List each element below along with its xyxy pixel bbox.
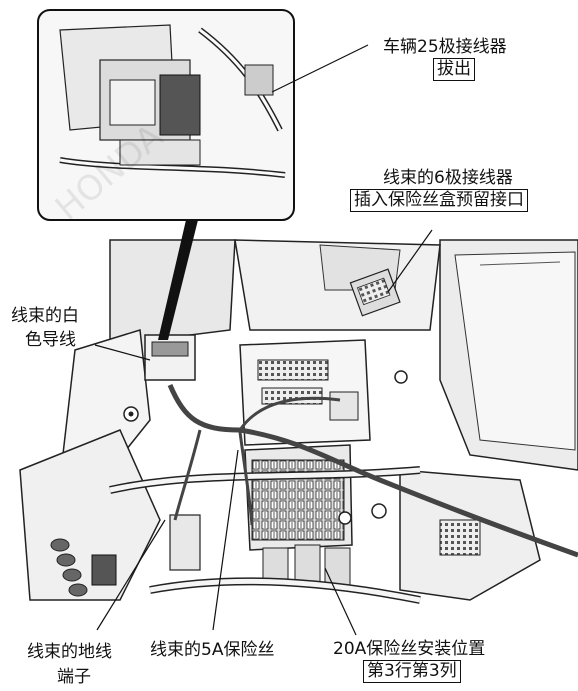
label-ground-terminal-line2: 端子 [57,667,91,687]
main-scene [19,239,578,604]
label-ground-terminal-line1: 线束的地线 [27,642,112,662]
label-20a-fuse: 20A保险丝安装位置 第3行第3列 [333,639,485,683]
label-6-pin-action: 插入保险丝盒预留接口 [350,189,528,212]
label-25-pin-connector: 车辆25极接线器 拔出 [383,37,507,81]
label-6-pin-connector: 线束的6极接线器 插入保险丝盒预留接口 [350,168,528,212]
label-5a-fuse: 线束的5A保险丝 [150,640,274,661]
label-6-pin-connector-text: 线束的6极接线器 [383,168,513,188]
label-white-wire-line2: 色导线 [25,330,76,350]
inset-detail [37,9,295,340]
label-white-wire: 线束的白 色导线 [11,304,79,352]
label-5a-fuse-text: 线束的5A保险丝 [150,640,275,660]
label-white-wire-line1: 线束的白 [11,306,79,326]
label-25-pin-connector-text: 车辆25极接线器 [383,37,507,57]
label-20a-fuse-action: 第3行第3列 [363,660,461,683]
label-25-pin-action: 拔出 [433,58,475,81]
leader-lines [94,44,433,636]
label-20a-fuse-text: 20A保险丝安装位置 [333,639,486,659]
label-ground-terminal: 线束的地线 端子 [27,640,112,690]
